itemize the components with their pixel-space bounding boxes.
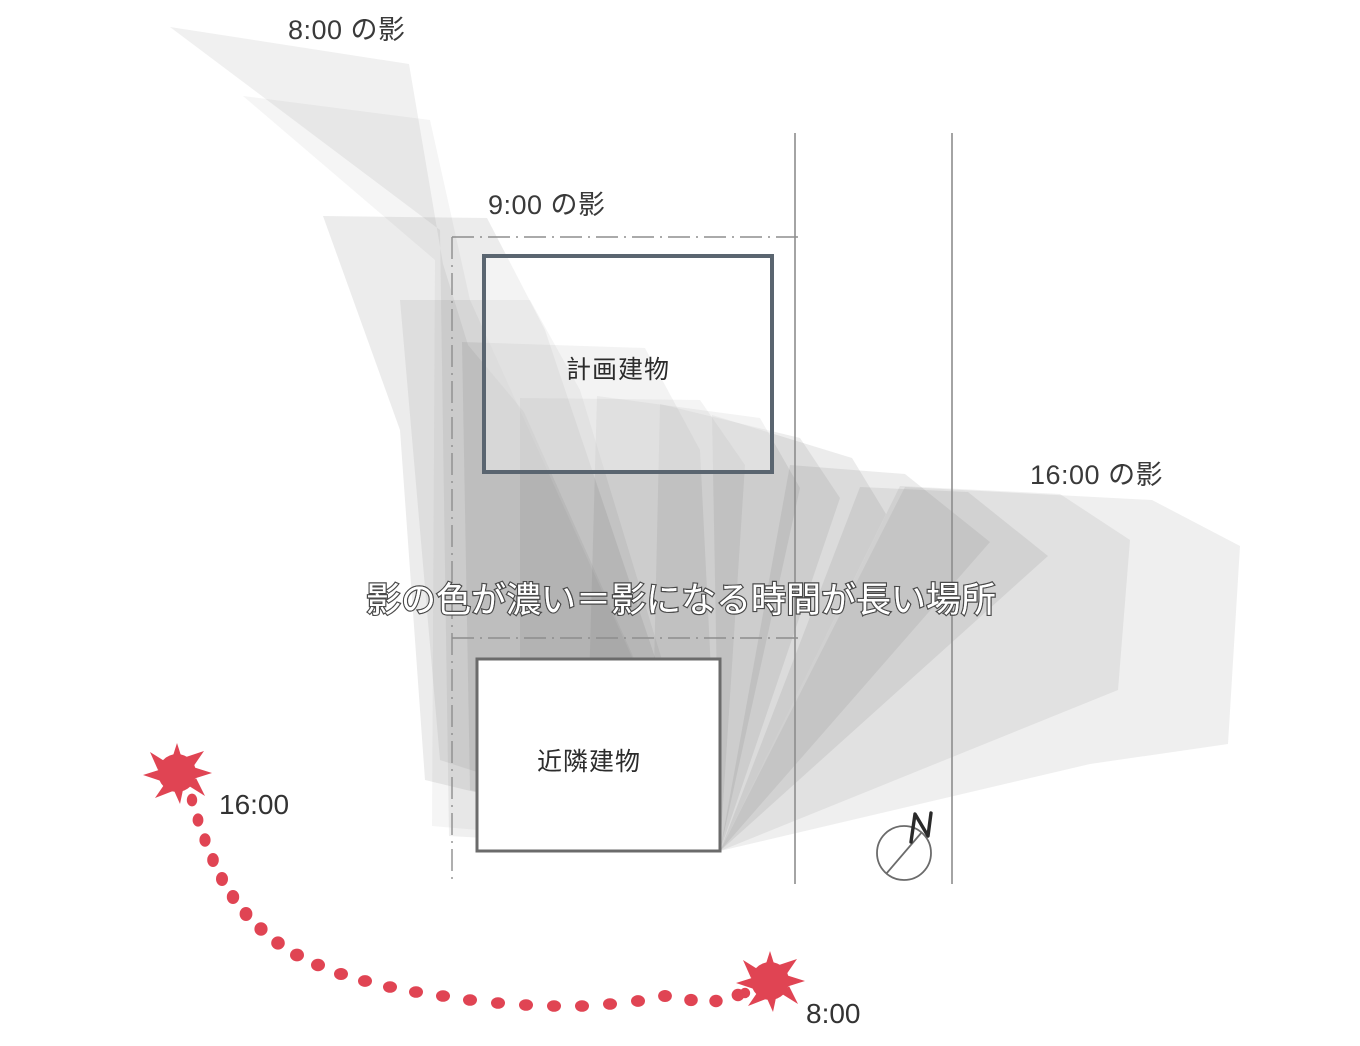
planned-building-shape[interactable]	[482, 254, 774, 474]
shadow-polygon-1600	[720, 487, 1240, 851]
shadow-label-1600: 16:00 の影	[1030, 460, 1164, 490]
shadow-polygon-1500	[720, 487, 1048, 851]
neighbor-building-label: 近隣建物	[537, 748, 642, 776]
sun-icon-8	[736, 951, 805, 1012]
shadow-label-0900: 9:00 の影	[488, 190, 606, 220]
neighbor-building-shape[interactable]	[475, 657, 722, 853]
shadow-polygon-1300	[712, 415, 886, 851]
north-arrow-icon	[876, 811, 933, 881]
sun-time-label-8: 8:00	[806, 998, 861, 1029]
sun-time-label-16: 16:00	[219, 789, 290, 820]
shadow-density-note: 影の色が濃い＝影になる時間が長い場所	[365, 580, 998, 622]
shadow-label-0800: 8:00 の影	[288, 15, 406, 45]
planned-building-label: 計画建物	[566, 356, 671, 384]
shadow-polygon-0800	[170, 27, 720, 851]
shadow-polygon-1400	[720, 465, 990, 851]
shadow-density-note-fill: 影の色が濃い＝影になる時間が長い場所	[366, 581, 997, 620]
sun-path-arc	[186, 793, 751, 1012]
shadow-polygon-1530	[720, 486, 1130, 851]
sun-icon-16	[143, 743, 212, 804]
reference-line-group	[451, 133, 953, 884]
